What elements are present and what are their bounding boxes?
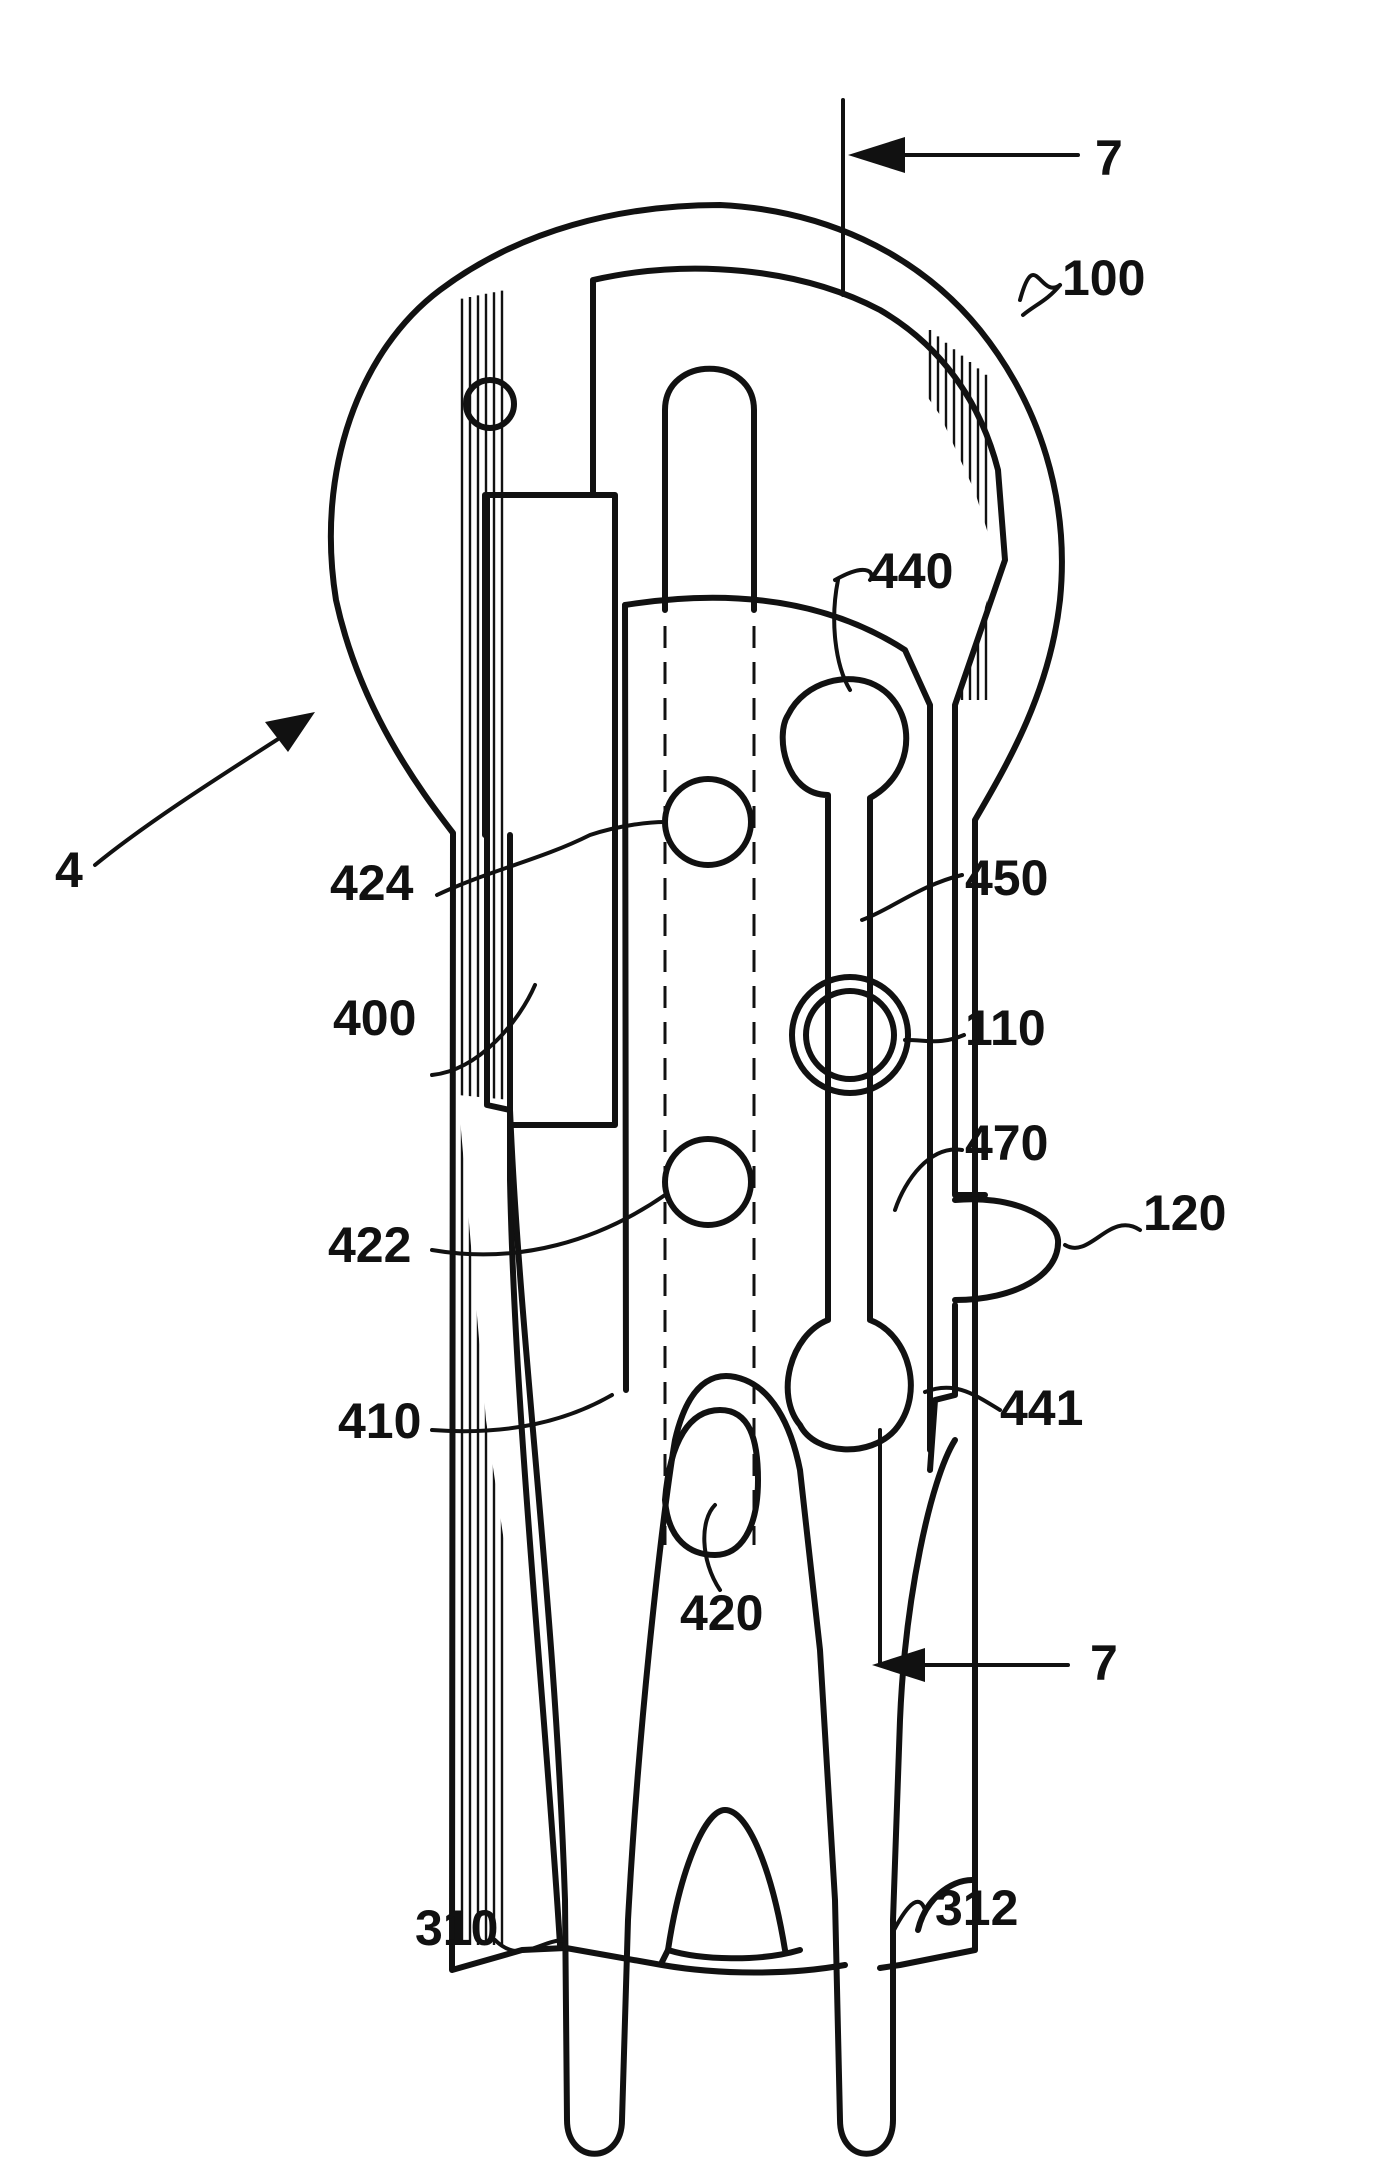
arrowhead-4 <box>265 712 315 752</box>
label-470: 470 <box>965 1115 1048 1171</box>
label-422: 422 <box>328 1217 411 1273</box>
label-7-top: 7 <box>1095 130 1123 186</box>
slider-body-left <box>625 605 626 1390</box>
label-120: 120 <box>1143 1185 1226 1241</box>
label-310: 310 <box>415 1900 498 1956</box>
label-7-bottom: 7 <box>1090 1635 1118 1691</box>
label-410: 410 <box>338 1393 421 1449</box>
inner-cavity-fill <box>458 278 998 1960</box>
label-450: 450 <box>965 850 1048 906</box>
label-420: 420 <box>680 1585 763 1641</box>
label-4: 4 <box>55 842 83 898</box>
label-441: 441 <box>1000 1380 1083 1436</box>
small-hole <box>466 380 514 428</box>
lever-tab-120 <box>955 1199 1058 1300</box>
label-424: 424 <box>330 855 414 911</box>
label-110: 110 <box>965 1000 1046 1056</box>
label-440: 440 <box>870 543 953 599</box>
label-100: 100 <box>1062 250 1145 306</box>
arrowhead-7-top <box>848 137 905 173</box>
view-arrow-4 <box>95 725 300 865</box>
label-400: 400 <box>333 990 416 1046</box>
label-312: 312 <box>935 1880 1018 1936</box>
